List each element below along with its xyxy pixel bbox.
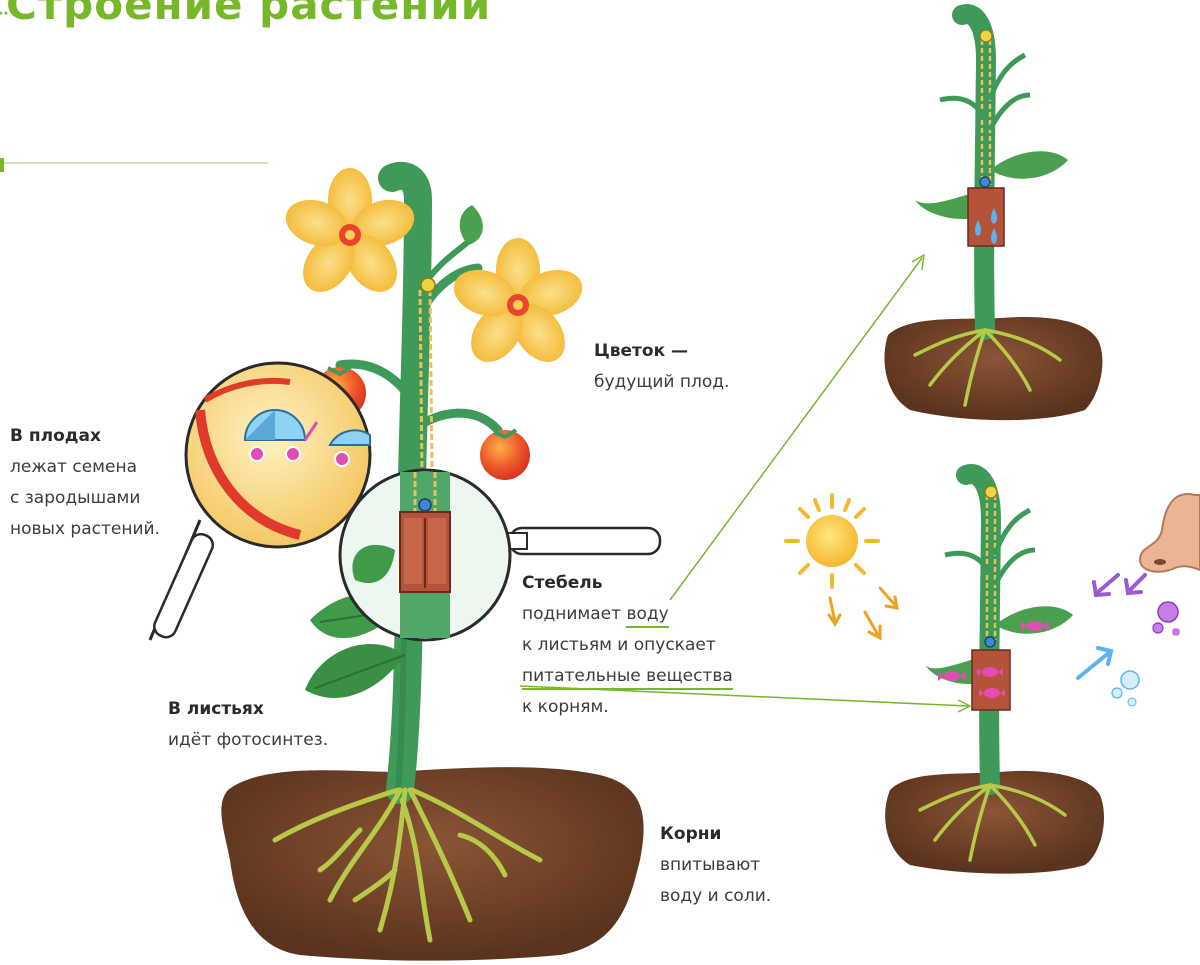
plant-water-up — [884, 14, 1102, 420]
caption-roots-line-2: воду и соли. — [660, 881, 771, 912]
caption-stem: Стебель поднимает воду к листьям и опуск… — [522, 568, 733, 723]
caption-stem-line-1-prefix: поднимает — [522, 604, 626, 624]
oxygen-bubbles-icon — [1112, 602, 1180, 706]
breath-arrows-icon — [1078, 575, 1145, 678]
caption-flower-heading: Цветок — — [594, 336, 729, 367]
caption-stem-heading: Стебель — [522, 568, 733, 599]
caption-roots-heading: Корни — [660, 819, 771, 850]
leaf-lower-left-2 — [305, 644, 405, 698]
nose-icon — [1140, 494, 1200, 572]
caption-roots: Корни впитывают воду и соли. — [660, 819, 771, 912]
sun-icon — [786, 495, 897, 638]
caption-fruit-heading: В плодах — [10, 421, 160, 452]
caption-fruit-line-2: с зародышами — [10, 483, 160, 514]
caption-stem-line-4: к корням. — [522, 692, 733, 723]
caption-stem-line-3: питательные вещества — [522, 661, 733, 692]
caption-leaves-heading: В листьях — [168, 694, 328, 725]
leaf-top — [460, 205, 483, 245]
nutrient-lift — [972, 650, 1010, 710]
page-title: Строение растений — [6, 0, 491, 29]
caption-fruit-line-1: лежат семена — [10, 452, 160, 483]
caption-stem-nutrients: питательные вещества — [522, 664, 733, 690]
caption-flower: Цветок — будущий плод. — [594, 336, 729, 398]
caption-roots-line-1: впитывают — [660, 850, 771, 881]
caption-flower-line-1: будущий плод. — [594, 367, 729, 398]
main-soil — [221, 767, 643, 961]
water-lift — [968, 188, 1004, 246]
arrow-water — [670, 258, 922, 600]
caption-leaves-line-1: идёт фотосинтез. — [168, 725, 328, 756]
caption-fruit-line-3: новых растений. — [10, 514, 160, 545]
flower-lower — [448, 238, 588, 372]
caption-leaves: В листьях идёт фотосинтез. — [168, 694, 328, 756]
caption-stem-water: воду — [626, 602, 668, 628]
caption-fruit: В плодах лежат семена с зародышами новых… — [10, 421, 160, 545]
caption-stem-line-1: поднимает воду — [522, 599, 733, 630]
magnifier-fruit — [150, 363, 370, 640]
plant-nutrients-down — [885, 474, 1104, 874]
caption-stem-line-2: к листьям и опускает — [522, 630, 733, 661]
